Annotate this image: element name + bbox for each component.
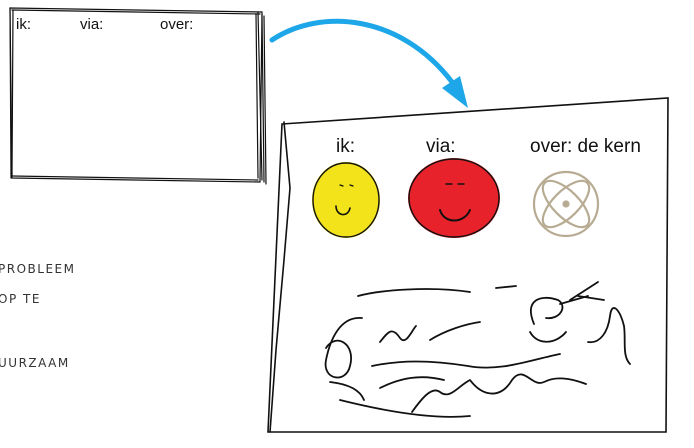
small-card-label-over: over: [160,16,193,33]
smiley-yellow-icon [312,162,380,238]
side-note-line-2: OP TE [0,292,41,306]
smiley-red-icon [408,158,500,238]
side-note-line-1: PROBLEEM [0,262,75,276]
big-card-label-via: via: [426,136,456,158]
scribble-drawing [326,282,630,417]
atom-icon [534,172,598,236]
big-card-label-ik: ik: [336,136,355,158]
big-card-label-over: over: de kern [530,136,641,158]
side-note-line-3: UURZAAM [0,356,70,370]
small-card-label-via: via: [80,16,103,33]
small-card [10,8,266,184]
arrow-icon [272,21,468,108]
small-card-label-ik: ik: [16,16,31,33]
